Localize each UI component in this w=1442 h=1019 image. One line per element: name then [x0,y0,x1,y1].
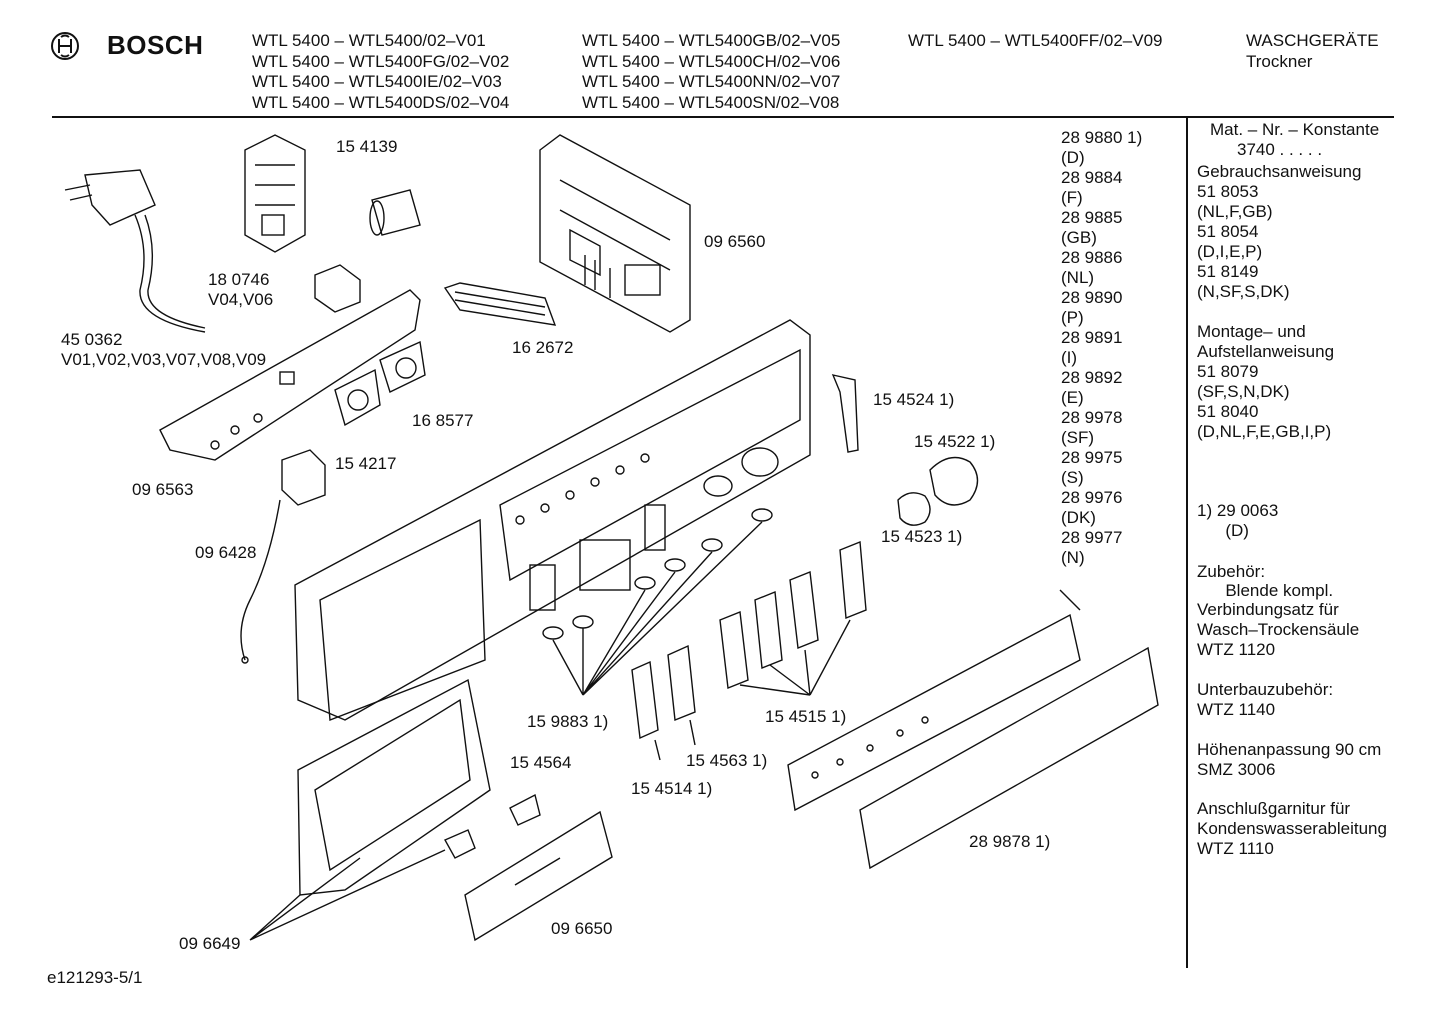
switch-holder-part [244,134,306,253]
fascia-variant-list: 28 9880 1)(D) 28 9884(F) 28 9885(GB) 28 … [1061,128,1143,567]
part-label-154522: 15 4522 1) [914,432,996,451]
trim-strip-part [859,646,1159,870]
part-label-159883: 15 9883 1) [527,712,609,731]
part-label-154514: 15 4514 1) [631,779,713,798]
capacitor-part [369,189,421,236]
part-label-450362: 45 0362 [61,330,123,349]
drawer-panel-part [297,678,491,896]
sidebar-accessory-2: Unterbauzubehör:WTZ 1140 [1197,680,1334,719]
part-label-154524: 15 4524 1) [873,390,955,409]
part-label-154564: 15 4564 [510,753,572,772]
sidebar-accessories-heading: Zubehör: [1197,562,1266,581]
brand-name: BOSCH [107,30,204,60]
part-label-154217: 15 4217 [335,454,397,473]
ribbon-cable-part [443,282,557,326]
sidebar-footnote: 1) 29 0063 (D) Blende kompl. [1197,501,1334,600]
part-label-096560: 09 6560 [704,232,766,251]
relay-part [314,264,361,313]
fascia-panel-part [787,589,1081,812]
part-label-154515: 15 4515 1) [765,707,847,726]
bracket-part [831,374,859,453]
control-module-part [539,134,691,333]
part-label-180746: 18 0746 [208,270,270,289]
knobs-part [897,456,979,526]
control-panel-frame-part [294,319,811,721]
part-label-096649: 09 6649 [179,934,241,953]
part-label-162672: 16 2672 [512,338,574,357]
springs-part [542,508,773,640]
push-buttons-part [631,541,867,740]
header-divider [52,116,1394,118]
part-label-450362-variants: V01,V02,V03,V07,V08,V09 [61,350,267,369]
mat-nr-label: Mat. – Nr. – Konstante 3740 . . . . . [1210,120,1380,159]
part-label-154139: 15 4139 [336,137,398,156]
part-label-154563: 15 4563 1) [686,751,768,770]
sidebar-divider [1186,116,1188,968]
drawing-code: e121293-5/1 [47,968,143,987]
part-label-096428: 09 6428 [195,543,257,562]
wire-harness-part [240,499,281,664]
pcb-board-part [159,289,421,461]
bosch-logo-icon [51,32,79,60]
drawer-handle-part [464,810,613,942]
part-label-289878: 28 9878 1) [969,832,1051,851]
door-switch-part [281,449,326,506]
part-label-168577: 16 8577 [412,411,474,430]
part-label-154523: 15 4523 1) [881,527,963,546]
part-label-096563: 09 6563 [132,480,194,499]
rotary-switch-part [334,340,426,427]
model-list-col3: WTL 5400 – WTL5400FF/02–V09 [908,31,1163,50]
power-cord-part [64,169,206,333]
part-label-096650: 09 6650 [551,919,613,938]
hooks-part [444,793,541,859]
part-label-180746-variants: V04,V06 [208,290,274,309]
